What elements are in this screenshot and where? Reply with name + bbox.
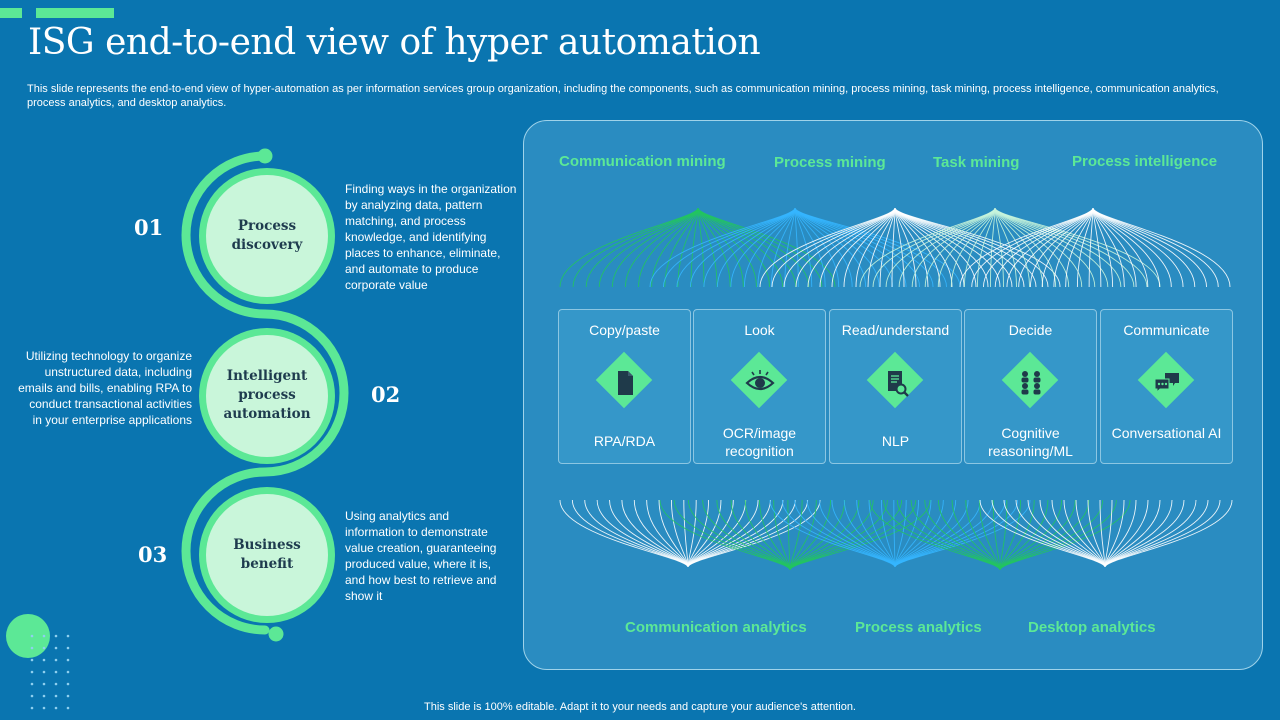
card-title: Read/understand — [841, 322, 950, 338]
analytics-label: Process analytics — [855, 619, 982, 636]
mining-label: Communication mining — [559, 153, 726, 170]
step-number-3: 03 — [138, 542, 168, 567]
card-subtitle: RPA/RDA — [593, 433, 656, 449]
step-circle-2 — [199, 328, 335, 464]
step-circle-3 — [199, 487, 335, 623]
connector-end-dot — [257, 148, 273, 164]
slide-subtitle: This slide represents the end-to-end vie… — [27, 83, 1219, 109]
people-network-icon — [1021, 371, 1041, 395]
capability-card: Communicate Conversational AI — [1100, 309, 1233, 464]
card-subtitle: OCR/image recognition — [722, 425, 797, 459]
card-title: Communicate — [1123, 322, 1210, 338]
step-label-2: Intelligent process automation — [223, 368, 311, 422]
capability-card: Look OCR/image recognition — [693, 309, 826, 464]
step-number-2: 02 — [371, 382, 401, 407]
step-description-3: Using analytics and information to demon… — [345, 509, 497, 603]
chat-bubbles-icon — [1154, 373, 1179, 394]
card-title: Decide — [1008, 322, 1053, 338]
connector-path — [181, 151, 349, 635]
connector-end-dot — [268, 626, 284, 642]
card-subtitle: Cognitive reasoning/ML — [988, 425, 1073, 459]
accent-bar — [0, 8, 22, 18]
document-search-icon — [888, 371, 909, 397]
slide-title: ISG end-to-end view of hyper automation — [28, 22, 761, 63]
mining-label: Process intelligence — [1072, 153, 1218, 170]
card-subtitle: Conversational AI — [1111, 425, 1222, 441]
card-subtitle: NLP — [881, 433, 910, 449]
capability-card: Decide Cognitive reasoning/ML — [964, 309, 1097, 464]
analytics-label: Desktop analytics — [1028, 619, 1156, 636]
step-description-2: Utilizing technology to organize unstruc… — [18, 349, 192, 427]
card-title: Copy/paste — [589, 322, 660, 338]
accent-bar — [36, 8, 114, 18]
step-label-1: Process discovery — [231, 218, 303, 253]
capability-card: Read/understand NLP — [829, 309, 962, 464]
process-steps-graphic — [6, 148, 349, 658]
analytics-label: Communication analytics — [625, 619, 807, 636]
capability-card: Copy/paste RPA/RDA — [558, 309, 691, 464]
document-icon — [618, 371, 633, 395]
eye-icon — [745, 370, 775, 391]
footer-note: This slide is 100% editable. Adapt it to… — [424, 701, 856, 713]
mining-label: Task mining — [933, 154, 1020, 171]
mining-label: Process mining — [774, 154, 886, 171]
step-label-3: Business benefit — [233, 537, 301, 572]
step-circle-1 — [199, 168, 335, 304]
card-title: Look — [744, 322, 775, 338]
step-number-1: 01 — [134, 215, 164, 240]
decor-dots — [30, 634, 70, 710]
decor-circle — [6, 614, 50, 658]
step-description-1: Finding ways in the organization by anal… — [345, 182, 517, 292]
